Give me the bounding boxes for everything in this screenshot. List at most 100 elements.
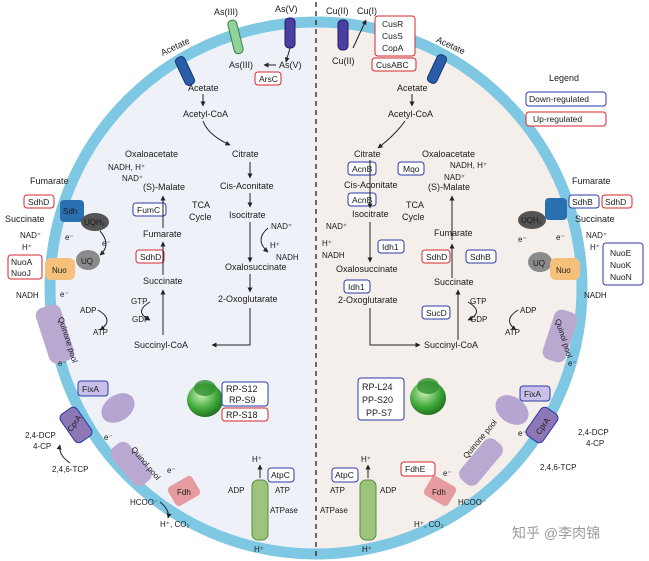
- left-hcoo: HCOO⁻: [130, 498, 158, 507]
- cusabc: CusABC: [376, 60, 409, 70]
- left-nadh-h: NADH, H⁺: [108, 163, 145, 172]
- left-rp-up-box: [221, 407, 269, 422]
- right-atpase-label: ATPase: [320, 506, 348, 515]
- right-acetate-channel: [426, 54, 448, 84]
- right-nadh: NADH: [322, 251, 345, 260]
- left-h-top: H⁺: [252, 455, 262, 464]
- left-e5: e⁻: [104, 433, 113, 442]
- right-quinone-pool: [459, 438, 503, 486]
- right-e2: e⁻: [556, 233, 565, 242]
- sdh-complex: [60, 200, 84, 222]
- left-uqh2: UQH₂: [84, 218, 105, 227]
- left-atp: ATP: [275, 486, 290, 495]
- as3-in: As(III): [229, 60, 253, 70]
- left-h-bot: H⁺: [254, 545, 264, 554]
- as3-out: As(III): [214, 7, 238, 17]
- left-quinol-pool: [110, 441, 152, 487]
- right-tcp: 2,4,6-TCP: [540, 463, 576, 472]
- right-adp: ADP: [520, 306, 536, 315]
- right-sdhd-box: [421, 249, 451, 264]
- as3-channel: [227, 19, 244, 55]
- left-e1: e⁻: [65, 233, 74, 242]
- cus-up-box: [374, 15, 416, 57]
- right-gtp: GTP: [470, 297, 486, 306]
- right-citrate: Citrate: [354, 149, 381, 159]
- left-cp: 4-CP: [33, 442, 51, 451]
- left-sdhd-label: SdhD: [140, 252, 161, 262]
- left-atpc-box: [267, 467, 295, 483]
- right-uq: UQ: [533, 259, 545, 268]
- right-sdhb: SdhB: [470, 252, 491, 262]
- right-fixa-box: [519, 385, 551, 402]
- cu1-out: Cu(I): [357, 6, 377, 16]
- right-e5: e⁻: [443, 469, 452, 478]
- idh1a-box: [377, 239, 405, 254]
- right-rp-down-box: [357, 377, 405, 421]
- right-mem-sdhd-box: [601, 194, 633, 209]
- nuo-down-box: [7, 254, 43, 280]
- mqo-box: [397, 161, 425, 176]
- right-oxaloacetate: Oxaloacetate: [422, 149, 475, 159]
- left-nad2: NAD⁺: [271, 222, 292, 231]
- nuok: NuoK: [610, 260, 632, 270]
- right-tca-1: TCA: [406, 200, 424, 210]
- fdhe-box: [400, 461, 436, 477]
- as5-channel: [284, 17, 296, 49]
- left-succinate: Succinate: [143, 276, 183, 286]
- right-mem-fumarate: Fumarate: [572, 176, 611, 186]
- left-acetyl-coa: Acetyl-CoA: [183, 109, 228, 119]
- left-cis-aconitate: Cis-Aconitate: [220, 181, 274, 191]
- right-nadh-h: NADH, H⁺: [450, 161, 487, 170]
- left-fixa: FixA: [82, 384, 99, 394]
- right-cpra: [525, 406, 559, 444]
- cusabc-box: [371, 57, 417, 72]
- left-nad: NAD⁺: [122, 174, 143, 183]
- nuoa-label: NuoA: [11, 257, 33, 267]
- watermark: 知乎 @李肉锦: [512, 525, 600, 541]
- right-uqh2-oval: [518, 211, 546, 229]
- right-uq-oval: [528, 252, 552, 272]
- pp-s20: PP-S20: [362, 395, 393, 405]
- right-sdh-complex: [545, 198, 567, 220]
- nuoj-label: NuoJ: [11, 268, 31, 278]
- right-tca-2: Cycle: [402, 212, 425, 222]
- left-tca-2: Cycle: [189, 212, 212, 222]
- right-cp: 4-CP: [586, 439, 604, 448]
- right-adp: ADP: [380, 486, 396, 495]
- right-sdhd: SdhD: [426, 252, 447, 262]
- right-atp: ATP: [330, 486, 345, 495]
- left-fixa-box: [77, 380, 109, 397]
- right-mem-succinate: Succinate: [575, 214, 615, 224]
- left-quinone-pool: [35, 304, 75, 364]
- right-fixa: FixA: [524, 389, 541, 399]
- acetate-channel: [174, 56, 196, 86]
- left-mem-sdhd: SdhD: [28, 197, 49, 207]
- right-cis-aconitate: Cis-Aconitate: [344, 180, 398, 190]
- sucd: SucD: [426, 308, 447, 318]
- fdhe: FdhE: [405, 464, 426, 474]
- left-fdh-label: Fdh: [177, 488, 191, 497]
- left-atpc: AtpC: [271, 470, 290, 480]
- sucd-box: [421, 305, 451, 320]
- left-rp-down-box: [221, 381, 269, 407]
- right-succinyl-coa: Succinyl-CoA: [424, 340, 478, 350]
- left-atp: ATP: [93, 328, 108, 337]
- cu2-out: Cu(II): [326, 6, 349, 16]
- rp-l24: RP-L24: [362, 382, 393, 392]
- left-acetate: Acetate: [188, 83, 219, 93]
- right-oxalosuccinate: Oxalosuccinate: [336, 264, 398, 274]
- right-atpase: [359, 479, 377, 541]
- left-oxoglutarate: 2-Oxoglutarate: [218, 294, 278, 304]
- right-fdh: [423, 475, 457, 507]
- left-nuo-complex: [45, 258, 75, 280]
- left-atpase-label: ATPase: [270, 506, 298, 515]
- legend-down: Down-regulated: [529, 94, 589, 104]
- right-h-bot: H⁺: [362, 545, 372, 554]
- right-mem-sdhb-box: [568, 194, 600, 209]
- left-adp: ADP: [80, 306, 96, 315]
- right-e1: e⁻: [518, 235, 527, 244]
- left-tcp: 2,4,6-TCP: [52, 465, 88, 474]
- right-h-co2: H⁺, CO₂: [414, 520, 444, 529]
- right-atp: ATP: [505, 328, 520, 337]
